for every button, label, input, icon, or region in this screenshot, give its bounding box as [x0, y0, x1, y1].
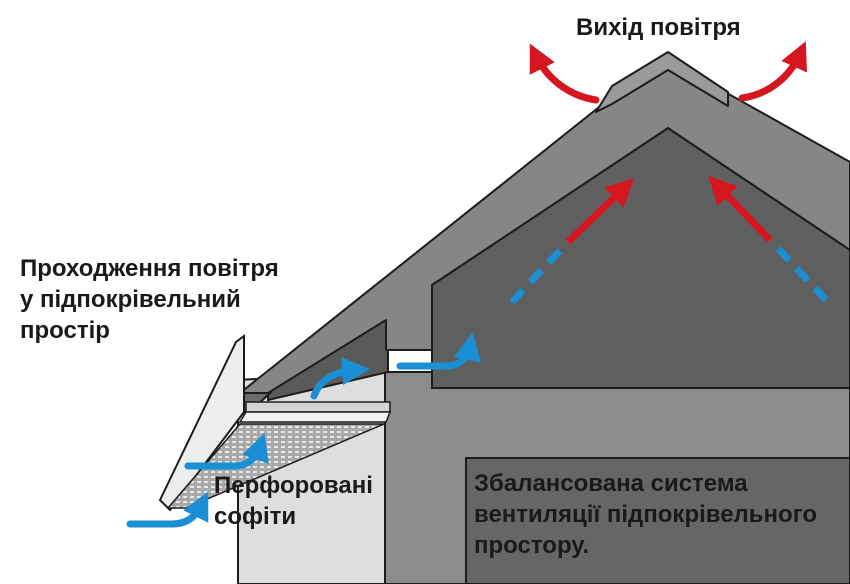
balanced-system-label: Збалансована система вентиляції підпокрі… — [474, 468, 817, 561]
attic-flow-right-warm — [708, 175, 773, 243]
air-out-arrow-left — [529, 43, 600, 104]
air-out-arrow-right — [738, 41, 807, 102]
attic-flow-left-dashed — [509, 241, 569, 305]
air-exit-line: Вихід повітря — [576, 14, 741, 41]
air-in-arrow-lower — [126, 491, 209, 528]
soffit-vent-strip — [245, 401, 391, 413]
attic-flow-left-warm — [565, 178, 635, 245]
air-intake-line-1: Проходження повітря — [20, 255, 279, 282]
balanced-system-line-3: простору. — [474, 532, 590, 559]
air-intake-line-3: простір — [20, 317, 110, 344]
perforated-soffits-label: Перфоровані софіти — [214, 470, 373, 532]
balanced-system-line-2: вентиляції підпокрівельного — [474, 501, 818, 528]
air-in-arrow-cavity — [310, 357, 370, 400]
air-in-arrow-attic — [396, 332, 481, 370]
air-exit-label: Вихід повітря — [576, 12, 741, 43]
perforated-soffits-line-2: софіти — [214, 503, 297, 530]
balanced-system-line-1: Збалансована система — [474, 470, 748, 497]
air-intake-label: Проходження повітря у підпокрівельний пр… — [20, 253, 279, 346]
air-in-arrow-middle — [184, 432, 269, 470]
soffit-board — [238, 411, 392, 423]
inner-wall-panel — [465, 457, 850, 584]
attic-flow-right-dashed — [769, 239, 829, 303]
air-intake-line-2: у підпокрівельний — [20, 286, 241, 313]
ridge-vent — [595, 51, 729, 113]
perforated-soffits-line-1: Перфоровані — [214, 472, 373, 499]
